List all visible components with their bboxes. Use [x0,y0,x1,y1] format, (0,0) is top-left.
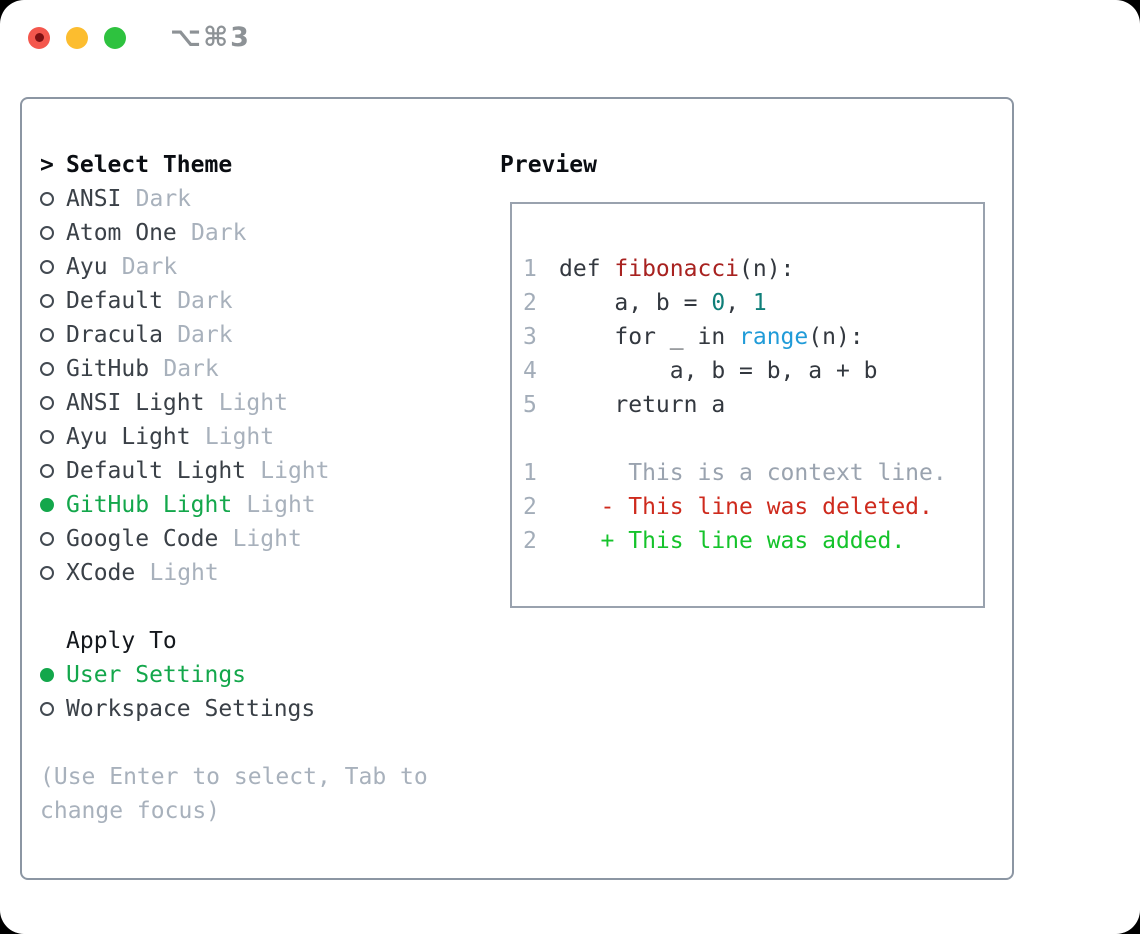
theme-name: ANSI Light [66,390,205,416]
theme-name: Dracula [66,322,163,348]
theme-name: Default Light [66,458,247,484]
line-number: 4 [523,358,537,384]
window-title: ⌥⌘3 [170,22,251,53]
theme-option-xcode-light[interactable]: XCode Light [40,556,500,590]
hint-text-line-1: (Use Enter to select, Tab to [40,764,428,790]
line-number: 5 [523,392,537,418]
radio-icon [40,192,54,206]
diff-added-line: 2 + This line was added. [523,524,983,558]
theme-variant: Light [260,458,330,484]
radio-icon [40,294,54,308]
apply-option-label: Workspace Settings [66,696,316,722]
theme-name: XCode [66,560,136,586]
line-number: 2 [523,494,537,520]
theme-option-ayu-dark[interactable]: Ayu Dark [40,250,500,284]
theme-option-ansi-light[interactable]: ANSI Light Light [40,386,500,420]
radio-icon [40,362,54,376]
theme-name: Atom One [66,220,177,246]
minimize-button[interactable] [66,26,88,49]
radio-icon [40,328,54,342]
code-line: 3 for _ in range(n): [523,320,983,354]
radio-selected-icon [40,498,54,512]
radio-icon [40,396,54,410]
spacer-row [40,590,500,624]
select-theme-header: > Select Theme [40,148,500,182]
apply-option-workspace-settings[interactable]: Workspace Settings [40,692,500,726]
preview-title: Preview [500,152,597,178]
apply-option-label: User Settings [66,662,247,688]
radio-icon [40,702,54,716]
theme-option-default-light[interactable]: Default Light Light [40,454,500,488]
apply-to-header: Apply To [40,624,500,658]
code-line: 4 a, b = b, a + b [523,354,983,388]
theme-variant: Dark [191,220,247,246]
line-number: 3 [523,324,537,350]
theme-variant: Dark [177,288,233,314]
radio-selected-icon [40,668,54,682]
radio-icon [40,566,54,580]
theme-variant: Dark [121,254,178,280]
traffic-lights [28,26,126,49]
theme-variant: Light [232,526,302,552]
blank-line [523,422,983,456]
theme-name: Ayu Light [66,424,191,450]
prompt-icon: > [40,152,54,178]
theme-picker-panel: > Select Theme ANSI Dark Atom One Dark A… [20,97,1014,880]
radio-icon [40,430,54,444]
theme-option-atom-one-dark[interactable]: Atom One Dark [40,216,500,250]
line-number: 1 [523,256,537,282]
select-theme-title: Select Theme [66,152,233,178]
close-button[interactable] [28,26,50,49]
theme-name: GitHub [66,356,150,382]
line-number: 2 [523,528,537,554]
theme-variant: Light [218,390,288,416]
theme-name: Default [66,288,163,314]
spacer-row [40,726,500,760]
theme-option-github-dark[interactable]: GitHub Dark [40,352,500,386]
theme-option-github-light[interactable]: GitHub Light Light [40,488,500,522]
theme-option-ansi-dark[interactable]: ANSI Dark [40,182,500,216]
apply-to-title: Apply To [66,628,177,654]
theme-option-ayu-light[interactable]: Ayu Light Light [40,420,500,454]
code-line: 5 return a [523,388,983,422]
preview-header: Preview [500,148,1012,182]
line-number: 1 [523,460,537,486]
zoom-button[interactable] [104,26,126,49]
hint-text-line-2: change focus) [40,798,221,824]
theme-option-default-dark[interactable]: Default Dark [40,284,500,318]
theme-name: Google Code [66,526,219,552]
code-line: 2 a, b = 0, 1 [523,286,983,320]
radio-icon [40,226,54,240]
diff-deleted-line: 2 - This line was deleted. [523,490,983,524]
theme-variant: Dark [135,186,192,212]
titlebar: ⌥⌘3 [0,0,1140,97]
radio-icon [40,260,54,274]
line-number: 2 [523,290,537,316]
radio-icon [40,464,54,478]
theme-name: ANSI [66,186,122,212]
theme-variant: Dark [163,356,219,382]
theme-option-dracula-dark[interactable]: Dracula Dark [40,318,500,352]
diff-context-line: 1 This is a context line. [523,456,983,490]
theme-variant: Light [246,492,316,518]
theme-variant: Dark [177,322,233,348]
theme-list-column: > Select Theme ANSI Dark Atom One Dark A… [40,148,500,828]
theme-variant: Light [149,560,219,586]
theme-option-google-code-light[interactable]: Google Code Light [40,522,500,556]
theme-variant: Light [204,424,275,450]
theme-name: Ayu [66,254,108,280]
theme-name: GitHub Light [66,492,233,518]
radio-icon [40,532,54,546]
apply-option-user-settings[interactable]: User Settings [40,658,500,692]
